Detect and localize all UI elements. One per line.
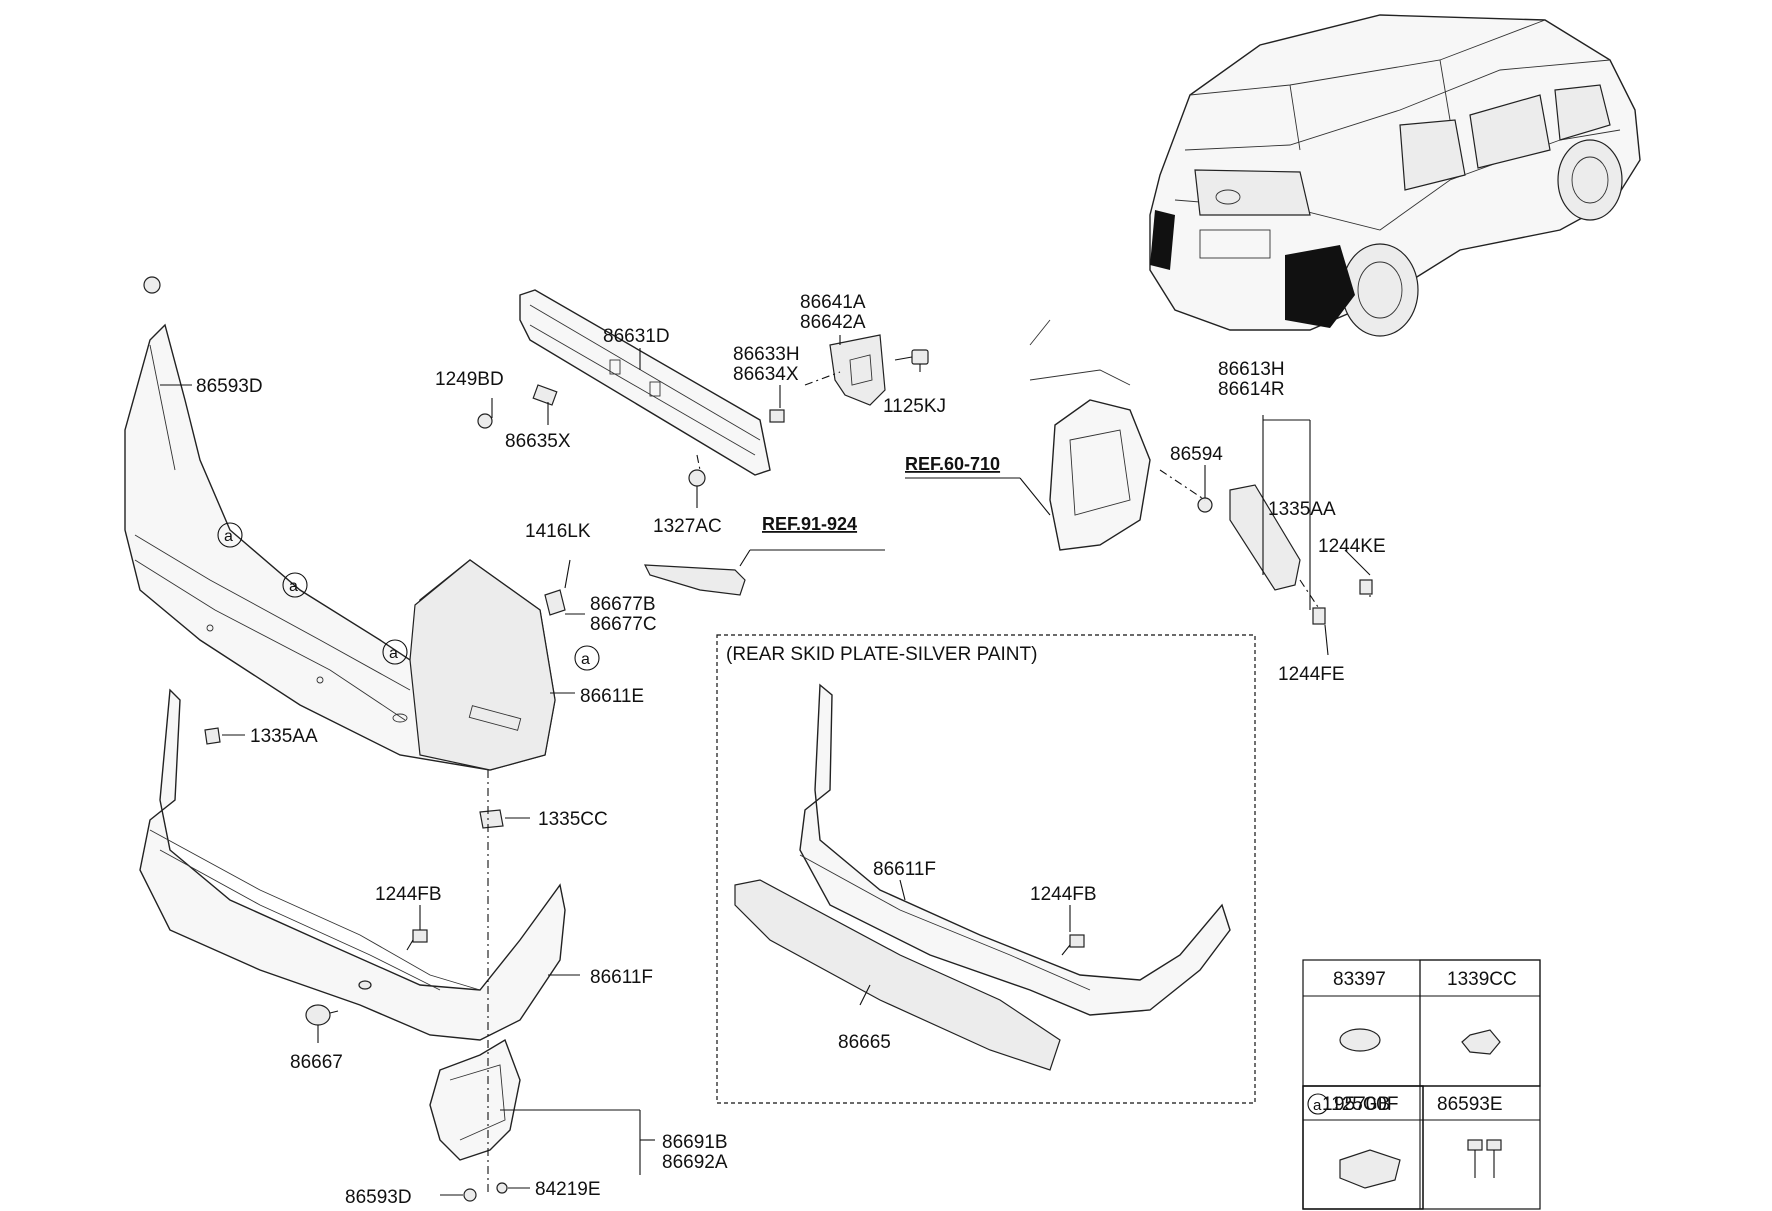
callout-a-marker-table <box>1307 1093 1329 1115</box>
rear-beam <box>519 289 771 476</box>
label-84219e: 84219E <box>535 1179 601 1200</box>
label-1125kj: 1125KJ <box>883 396 946 417</box>
label-86593d-top: 86593D <box>196 376 263 397</box>
label-1244fb-skid: 1244FB <box>1030 884 1097 905</box>
label-ref-60-710: REF.60-710 <box>905 454 1000 474</box>
label-1244fb-left: 1244FB <box>375 884 442 905</box>
label-1244fe: 1244FE <box>1278 664 1345 685</box>
rear-lower-bumper <box>139 688 566 1041</box>
bracket-86633h <box>769 409 785 423</box>
side-bracket-assembly <box>1029 319 1373 625</box>
rear-reflector <box>644 564 746 596</box>
label-86665: 86665 <box>838 1032 891 1053</box>
callout-a-4: a <box>581 651 590 668</box>
label-86641a: 86641A <box>800 292 866 313</box>
skid-plate-bumper <box>734 683 1231 1071</box>
bolt-1249bd <box>477 413 493 429</box>
label-86611f-left: 86611F <box>590 967 653 988</box>
callout-a-markers: a a a a <box>217 522 600 671</box>
bracket-86677b <box>544 589 566 616</box>
callout-a-3: a <box>389 645 398 662</box>
bumper-stay <box>829 334 886 406</box>
label-86677c: 86677C <box>590 614 657 635</box>
table-cell-95700f <box>1302 1085 1424 1210</box>
label-86635x: 86635X <box>505 431 571 452</box>
skid-plate-option-frame <box>716 634 1256 1104</box>
cap-86667 <box>305 1004 331 1026</box>
bracket-86635x <box>532 384 558 406</box>
label-86613h: 86613H <box>1218 359 1285 380</box>
label-86593d-bottom: 86593D <box>345 1187 412 1208</box>
label-86677b: 86677B <box>590 594 656 615</box>
bolt-1125gb-icon <box>1467 1139 1483 1178</box>
parts-reference-table <box>1302 959 1541 1210</box>
table-header-1125gb: 1125GB <box>1322 1094 1390 1115</box>
clip-84219e <box>496 1182 508 1194</box>
plug-83397-icon <box>1339 1028 1381 1052</box>
vehicle-illustration <box>1149 14 1641 337</box>
clip-86593d-top <box>143 276 161 294</box>
label-86611e: 86611E <box>580 686 644 707</box>
label-86633h: 86633H <box>733 344 800 365</box>
label-ref-91-924: REF.91-924 <box>762 514 857 534</box>
label-1327ac: 1327AC <box>653 516 722 537</box>
leader-lines <box>160 335 1371 1196</box>
bolt-1125kj <box>894 349 929 365</box>
label-86692a: 86692A <box>662 1152 728 1173</box>
label-86667: 86667 <box>290 1052 343 1073</box>
callout-a-2: a <box>289 578 298 595</box>
rear-bumper-cover <box>124 323 556 771</box>
label-86642a: 86642A <box>800 312 866 333</box>
label-86614r: 86614R <box>1218 379 1285 400</box>
bolt-1244fb-left <box>412 929 428 943</box>
label-86594: 86594 <box>1170 444 1223 465</box>
under-cover <box>429 1038 521 1161</box>
skid-plate-title: (REAR SKID PLATE-SILVER PAINT) <box>726 644 1037 665</box>
label-86611f-skid: 86611F <box>873 859 936 880</box>
clip-86593d-bottom <box>463 1188 477 1202</box>
sensor-95700f-icon <box>1339 1149 1401 1189</box>
label-1244ke: 1244KE <box>1318 536 1386 557</box>
bolt-86593e-icon <box>1486 1139 1502 1178</box>
label-86691b: 86691B <box>662 1132 728 1153</box>
label-1335aa-right: 1335AA <box>1268 499 1336 520</box>
nut-1339cc-icon <box>1461 1029 1501 1055</box>
table-header-95700f: 95700F <box>1334 1094 1398 1115</box>
nut-1335cc <box>479 809 504 829</box>
callout-a-1: a <box>224 528 233 545</box>
table-header-83397: 83397 <box>1333 969 1386 990</box>
callout-a-text-table: a <box>1313 1097 1322 1114</box>
table-header-1339cc: 1339CC <box>1447 969 1517 990</box>
nut-1327ac <box>688 469 706 487</box>
label-1249bd: 1249BD <box>435 369 504 390</box>
table-header-86593e: 86593E <box>1437 1094 1503 1115</box>
clip-1335aa-left <box>204 727 221 745</box>
label-86631d: 86631D <box>603 326 670 347</box>
label-86634x: 86634X <box>733 364 799 385</box>
label-1416lk: 1416LK <box>525 521 591 542</box>
label-1335cc: 1335CC <box>538 809 608 830</box>
label-1335aa-left: 1335AA <box>250 726 318 747</box>
table-col-1339cc <box>1419 959 1541 1087</box>
